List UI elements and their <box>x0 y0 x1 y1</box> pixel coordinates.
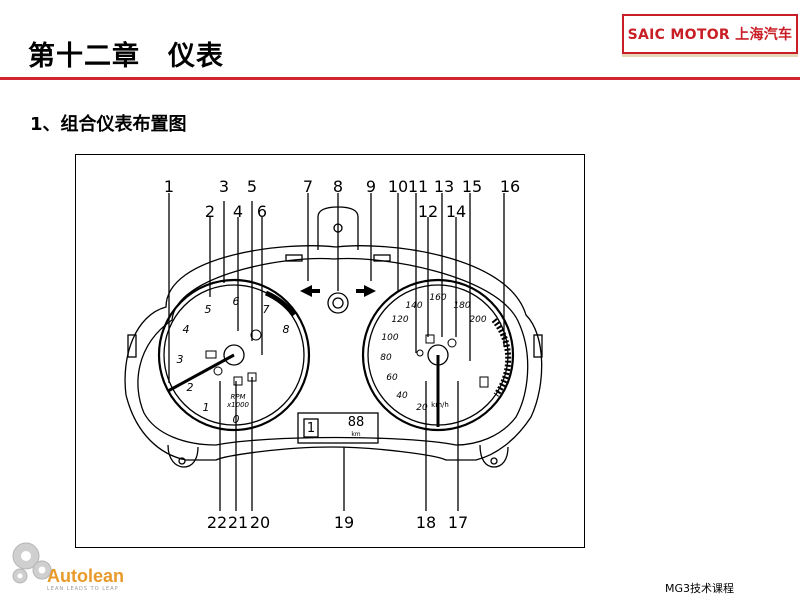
callout-20: 20 <box>249 513 271 532</box>
course-label: MG3技术课程 <box>665 582 735 595</box>
callout-12: 12 <box>417 202 439 221</box>
gear-indicator: 1 <box>306 421 316 436</box>
callout-7: 7 <box>302 177 314 196</box>
tacho-scale-5: 5 <box>204 303 212 316</box>
callout-15: 15 <box>461 177 483 196</box>
callout-22: 22 <box>206 513 228 532</box>
autolean-logo-text: Autolean <box>47 566 125 586</box>
tacho-mult-label: x1000 <box>227 401 249 409</box>
odometer-unit: km <box>351 431 361 438</box>
instrument-cluster-figure: 0 1 2 3 4 5 6 7 8 RPM x1000 20 40 60 80 … <box>75 154 585 548</box>
callout-18: 18 <box>415 513 437 532</box>
callout-13: 13 <box>433 177 455 196</box>
tacho-rpm-label: RPM <box>230 393 246 401</box>
speedo-scale-180: 180 <box>453 301 471 311</box>
title-rule <box>0 77 800 80</box>
speedo-scale-160: 160 <box>429 293 447 303</box>
callout-5: 5 <box>246 177 258 196</box>
tacho-scale-0: 0 <box>232 413 240 426</box>
callout-16: 16 <box>499 177 521 196</box>
tacho-scale-7: 7 <box>262 303 270 316</box>
tacho-scale-2: 2 <box>186 381 194 394</box>
autolean-tagline: LEAN LEADS TO LEAP <box>47 586 119 592</box>
section-heading: 1、组合仪表布置图 <box>30 114 187 135</box>
callout-14: 14 <box>445 202 467 221</box>
speedo-scale-40: 40 <box>396 391 408 401</box>
tacho-scale-8: 8 <box>282 323 290 336</box>
callout-4: 4 <box>232 202 244 221</box>
callout-9: 9 <box>365 177 377 196</box>
callout-8: 8 <box>332 177 344 196</box>
odometer-digits: 88 <box>347 415 365 430</box>
speedo-scale-20: 20 <box>416 403 428 413</box>
callout-3: 3 <box>218 177 230 196</box>
brand-logo-text: SAIC MOTOR 上海汽车 <box>627 27 793 43</box>
brand-logo: SAIC MOTOR 上海汽车 <box>622 14 798 54</box>
callout-1: 1 <box>163 177 175 196</box>
speedo-unit-label: km/h <box>431 401 449 409</box>
speedo-scale-60: 60 <box>386 373 398 383</box>
callout-11: 11 <box>407 177 429 196</box>
speedo-scale-80: 80 <box>380 353 392 363</box>
callout-19: 19 <box>333 513 355 532</box>
speedo-scale-200: 200 <box>469 315 487 325</box>
callout-10: 10 <box>387 177 409 196</box>
tacho-scale-6: 6 <box>232 295 240 308</box>
speedo-scale-100: 100 <box>381 333 399 343</box>
callout-2: 2 <box>204 202 216 221</box>
cluster-drawing <box>124 193 543 511</box>
callout-21: 21 <box>227 513 249 532</box>
tacho-scale-4: 4 <box>182 323 190 336</box>
speedo-scale-120: 120 <box>391 315 409 325</box>
page-title: 第十二章 仪表 <box>28 41 224 72</box>
speedo-scale-140: 140 <box>405 301 423 311</box>
tacho-scale-1: 1 <box>202 401 210 414</box>
tacho-scale-3: 3 <box>176 353 184 366</box>
gear-logo-icon <box>12 542 52 584</box>
callout-6: 6 <box>256 202 268 221</box>
brand-logo-stripe <box>622 54 798 57</box>
callout-17: 17 <box>447 513 469 532</box>
